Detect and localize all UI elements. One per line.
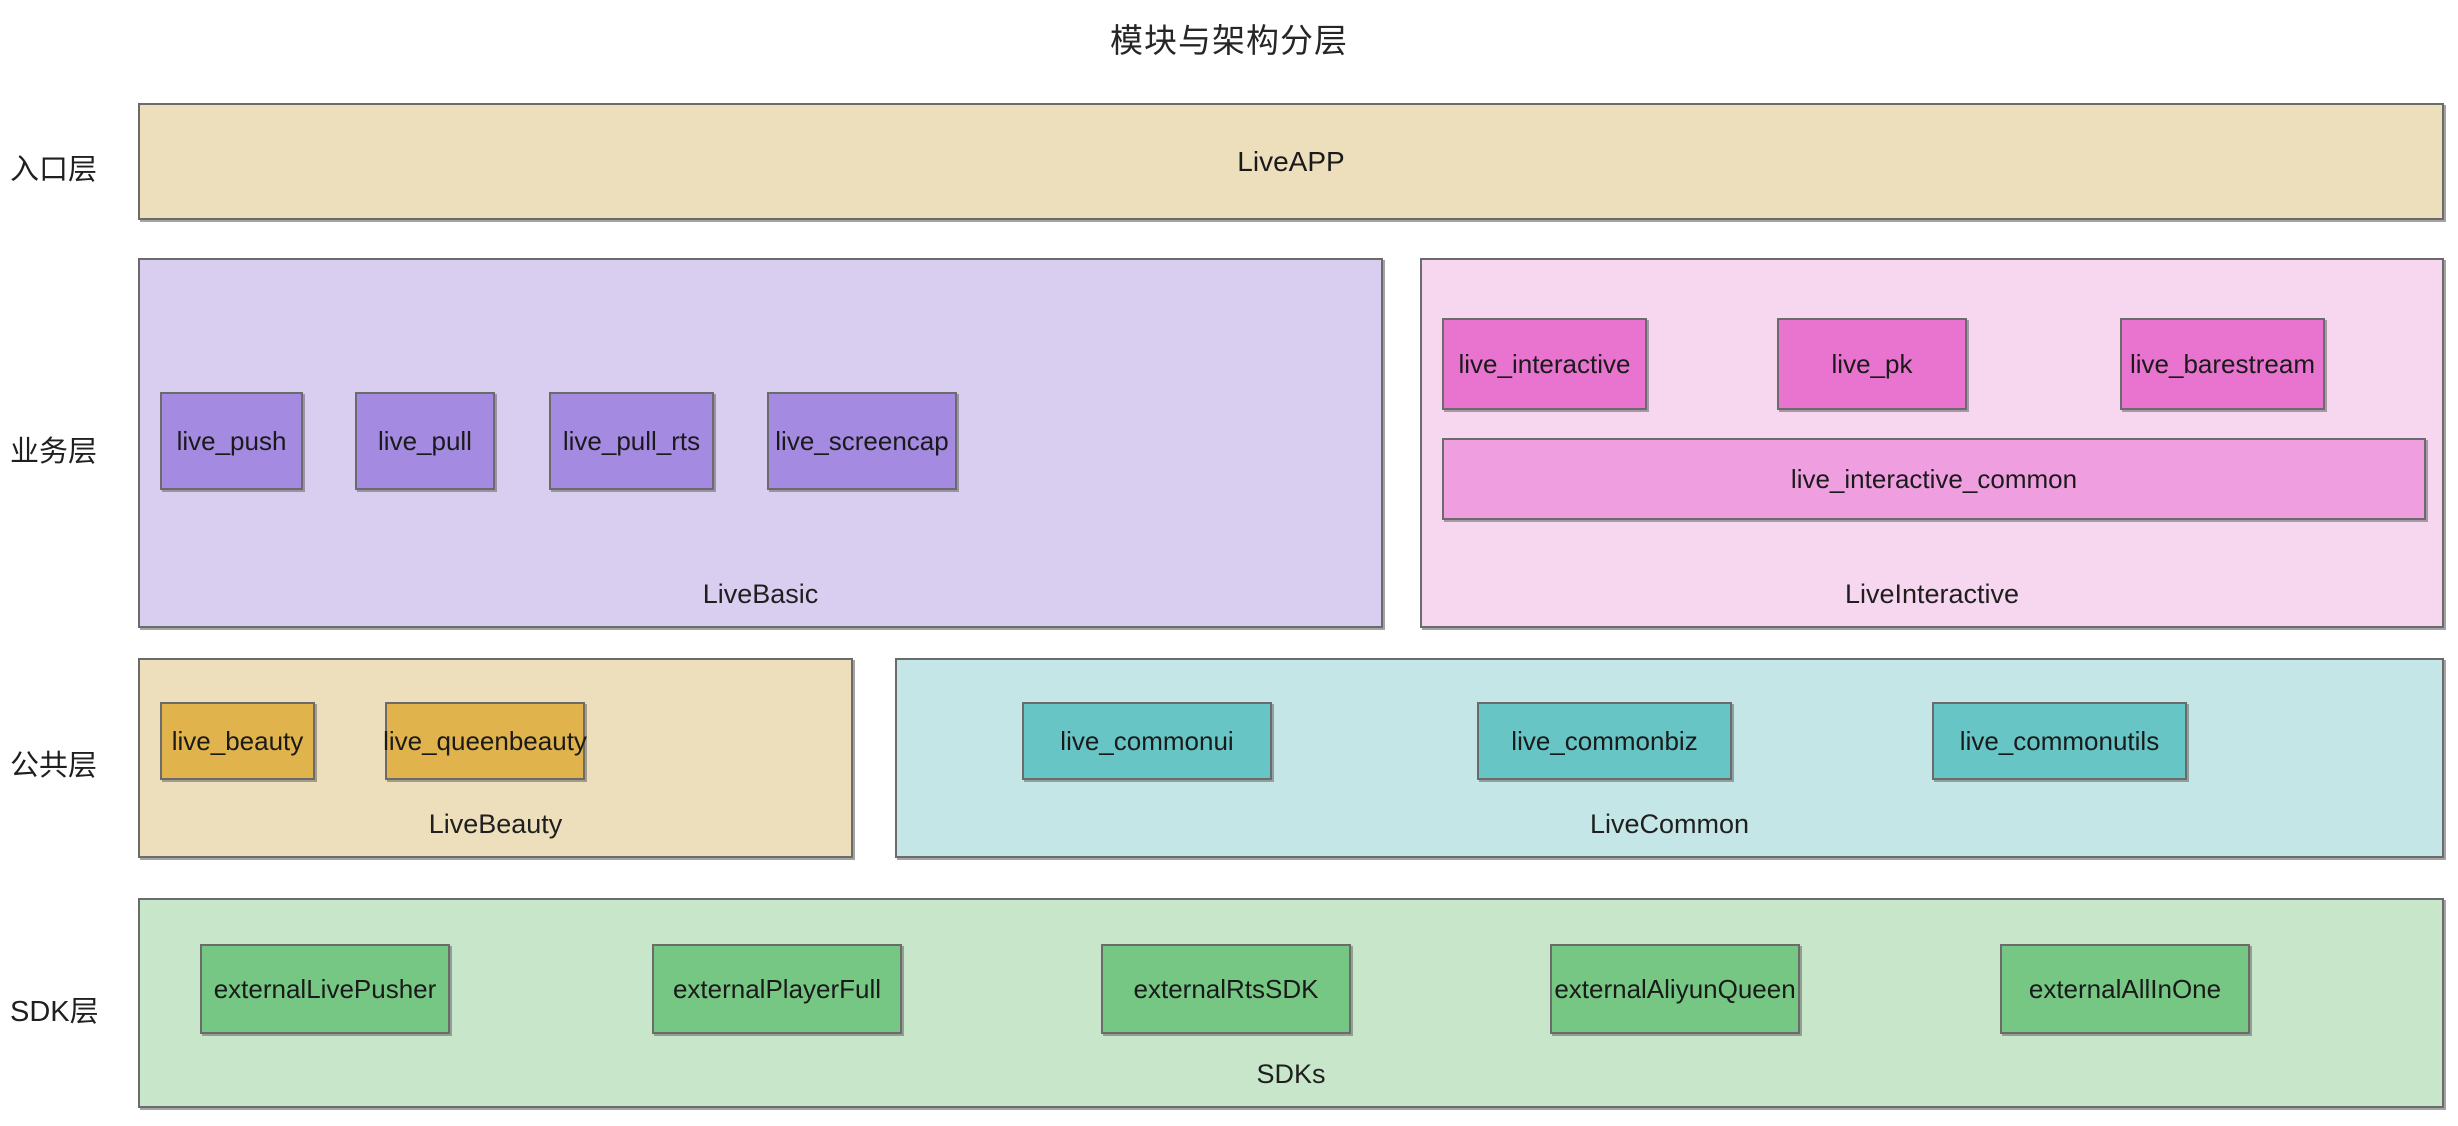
module-external-live-pusher[interactable]: externalLivePusher (200, 944, 450, 1034)
liveapp-label: LiveAPP (1237, 145, 1345, 177)
module-live-push[interactable]: live_push (160, 392, 303, 490)
group-livebasic[interactable]: live_push live_pull live_pull_rts live_s… (138, 258, 1383, 628)
module-external-rts-sdk[interactable]: externalRtsSDK (1101, 944, 1351, 1034)
module-live-commonbiz[interactable]: live_commonbiz (1477, 702, 1732, 780)
layer-label-sdk: SDK层 (10, 996, 99, 1028)
group-liveinteractive[interactable]: live_interactive live_pk live_barestream… (1420, 258, 2444, 628)
module-live-interactive-common[interactable]: live_interactive_common (1442, 438, 2426, 520)
module-live-pk[interactable]: live_pk (1777, 318, 1967, 410)
module-live-pull[interactable]: live_pull (355, 392, 495, 490)
layer-label-public: 公共层 (10, 750, 98, 782)
module-external-player-full[interactable]: externalPlayerFull (652, 944, 902, 1034)
group-caption-livebasic: LiveBasic (702, 579, 819, 609)
module-live-commonui[interactable]: live_commonui (1022, 702, 1272, 780)
module-live-barestream[interactable]: live_barestream (2120, 318, 2325, 410)
module-live-interactive[interactable]: live_interactive (1442, 318, 1647, 410)
group-caption-livecommon: LiveCommon (1589, 809, 1750, 839)
group-caption-livebeauty: LiveBeauty (428, 809, 563, 839)
layer-label-business: 业务层 (10, 436, 98, 468)
page-title: 模块与架构分层 (1110, 22, 1348, 59)
module-live-commonutils[interactable]: live_commonutils (1932, 702, 2187, 780)
group-livebeauty[interactable]: live_beauty live_queenbeauty LiveBeauty (138, 658, 853, 858)
module-live-pull-rts[interactable]: live_pull_rts (549, 392, 714, 490)
group-liveapp[interactable]: LiveAPP (138, 103, 2444, 220)
module-external-all-in-one[interactable]: externalAllInOne (2000, 944, 2250, 1034)
module-live-beauty[interactable]: live_beauty (160, 702, 315, 780)
module-live-queenbeauty[interactable]: live_queenbeauty (383, 702, 587, 780)
group-sdks[interactable]: externalLivePusher externalPlayerFull ex… (138, 898, 2444, 1108)
group-caption-liveinteractive: LiveInteractive (1844, 579, 2020, 609)
layer-label-entry: 入口层 (10, 154, 98, 186)
group-caption-sdks: SDKs (1256, 1059, 1326, 1089)
group-livecommon[interactable]: live_commonui live_commonbiz live_common… (895, 658, 2444, 858)
module-external-aliyun-queen[interactable]: externalAliyunQueen (1550, 944, 1800, 1034)
module-live-screencap[interactable]: live_screencap (767, 392, 957, 490)
